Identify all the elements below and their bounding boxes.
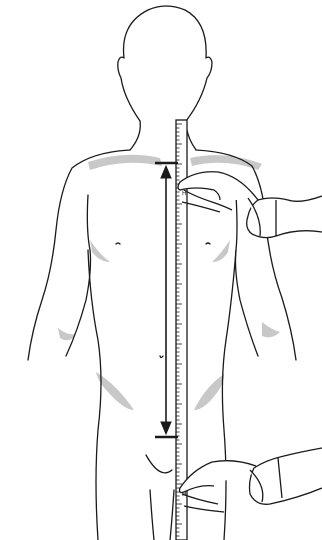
lower-hand-icon [180, 448, 322, 512]
measurement-indicator [155, 163, 178, 437]
arrow-down-icon [161, 422, 171, 434]
head-outline [118, 6, 212, 121]
upper-hand-icon [178, 172, 322, 238]
arrow-up-icon [161, 166, 171, 178]
body-outline [28, 6, 296, 540]
left-side-outline [28, 150, 130, 360]
groin-outline [146, 455, 172, 473]
upper-ruler-tag: H [182, 190, 187, 197]
lower-ruler-tag: H [182, 491, 187, 498]
